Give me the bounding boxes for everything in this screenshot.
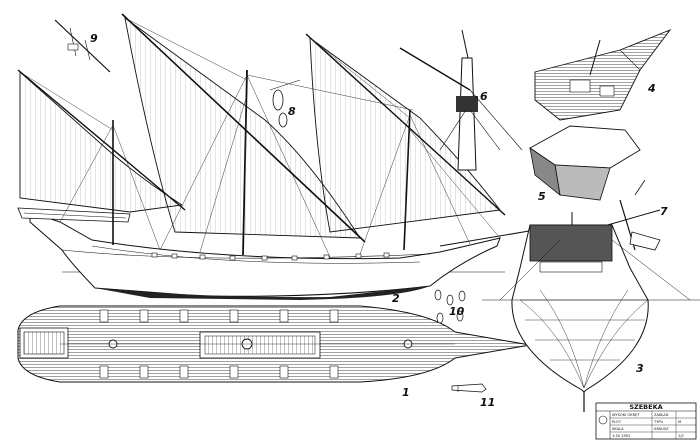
part-number-9: 9 — [90, 32, 98, 45]
keel — [95, 286, 430, 300]
detail-hull-block — [529, 125, 641, 201]
side-elevation — [17, 13, 536, 300]
fore-lateen-sail — [309, 37, 501, 233]
title-block-emblem — [598, 415, 608, 425]
part-number-3: 3 — [636, 362, 644, 375]
mizzen-yard — [17, 69, 186, 211]
part-number-6: 6 — [480, 90, 488, 103]
title-block-cell: 1:50 1952 — [612, 434, 630, 438]
deck-guns — [99, 309, 339, 379]
fore-yard — [305, 33, 506, 216]
part-number-labels: 1 2 3 4 5 6 7 8 9 10 11 — [90, 32, 668, 409]
part-number-8: 8 — [288, 105, 296, 118]
gunports — [151, 252, 390, 261]
detail-bow-deck — [534, 28, 672, 121]
part-number-1: 1 — [402, 386, 410, 399]
title-block-cell: PLOT — [612, 420, 622, 424]
rigging — [19, 17, 501, 258]
mizzen-lateen-sail — [19, 70, 184, 213]
part-number-4: 4 — [647, 82, 656, 95]
title-block: SZEBEKA WYSOKI OKRĘT ZAKŁAD PLOT TYPU M … — [595, 402, 697, 440]
title-block-cell: TYPU — [653, 420, 664, 424]
title-block-cell: 1/2 — [678, 434, 684, 438]
deck-plan — [17, 305, 531, 383]
wale-line — [61, 249, 431, 259]
stern-section-view — [482, 212, 700, 412]
stern-carving — [529, 224, 613, 262]
part-number-10: 10 — [449, 305, 465, 318]
title-block-cell: ARKUSZ — [654, 427, 669, 431]
title-block-cell: ZAKŁAD — [654, 413, 669, 417]
bowsprit — [439, 229, 536, 247]
title-block-cell: M — [678, 420, 681, 424]
title-block-title: SZEBEKA — [629, 403, 662, 411]
title-block-cell: WYSOKI OKRĘT — [612, 413, 640, 417]
detail-yard-fitting — [54, 19, 111, 73]
detail-block — [269, 79, 301, 128]
part-number-5: 5 — [538, 190, 546, 203]
detail-mast-top — [399, 29, 523, 171]
part-number-7: 7 — [660, 205, 668, 218]
main-yard — [121, 13, 366, 243]
sheer-line — [91, 245, 421, 264]
detail-anchor — [451, 383, 487, 393]
detail-blocks-set — [434, 289, 466, 324]
part-number-2: 2 — [392, 292, 400, 305]
stern-rail — [17, 207, 131, 223]
part-number-11: 11 — [480, 396, 495, 409]
title-block-cell: SKALA — [612, 427, 624, 431]
